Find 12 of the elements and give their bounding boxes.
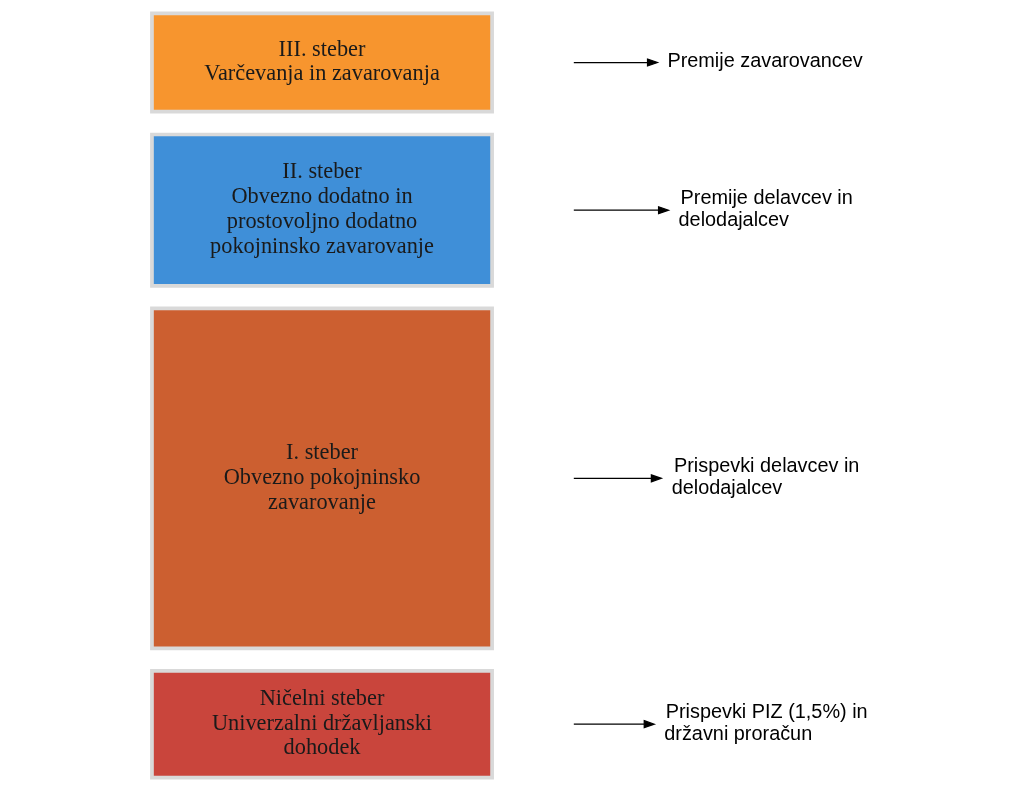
node-box: I. steber Obvezno pokojninsko zavarovanje <box>150 306 494 651</box>
arrow <box>573 205 671 215</box>
node-text: Prispevki delavcev in delodajalcev <box>671 453 860 499</box>
node-box: II. steber Obvezno dodatno in prostovoljno dodatno pokojninsko zavarovanje <box>150 132 494 288</box>
node-box: III. steber Varčevanja in zavarovanja <box>150 11 494 114</box>
node-text: Prispevki PIZ (1,5%) in državni proračun <box>664 699 868 745</box>
arrow <box>573 474 664 483</box>
node-text: Premije zavarovancev <box>667 49 863 72</box>
node-text: Premije delavcev in delodajalcev <box>678 185 853 231</box>
arrow <box>573 719 657 729</box>
arrow <box>573 58 660 67</box>
node-box: Ničelni steber Univerzalni državljanski dohodek <box>150 668 494 780</box>
